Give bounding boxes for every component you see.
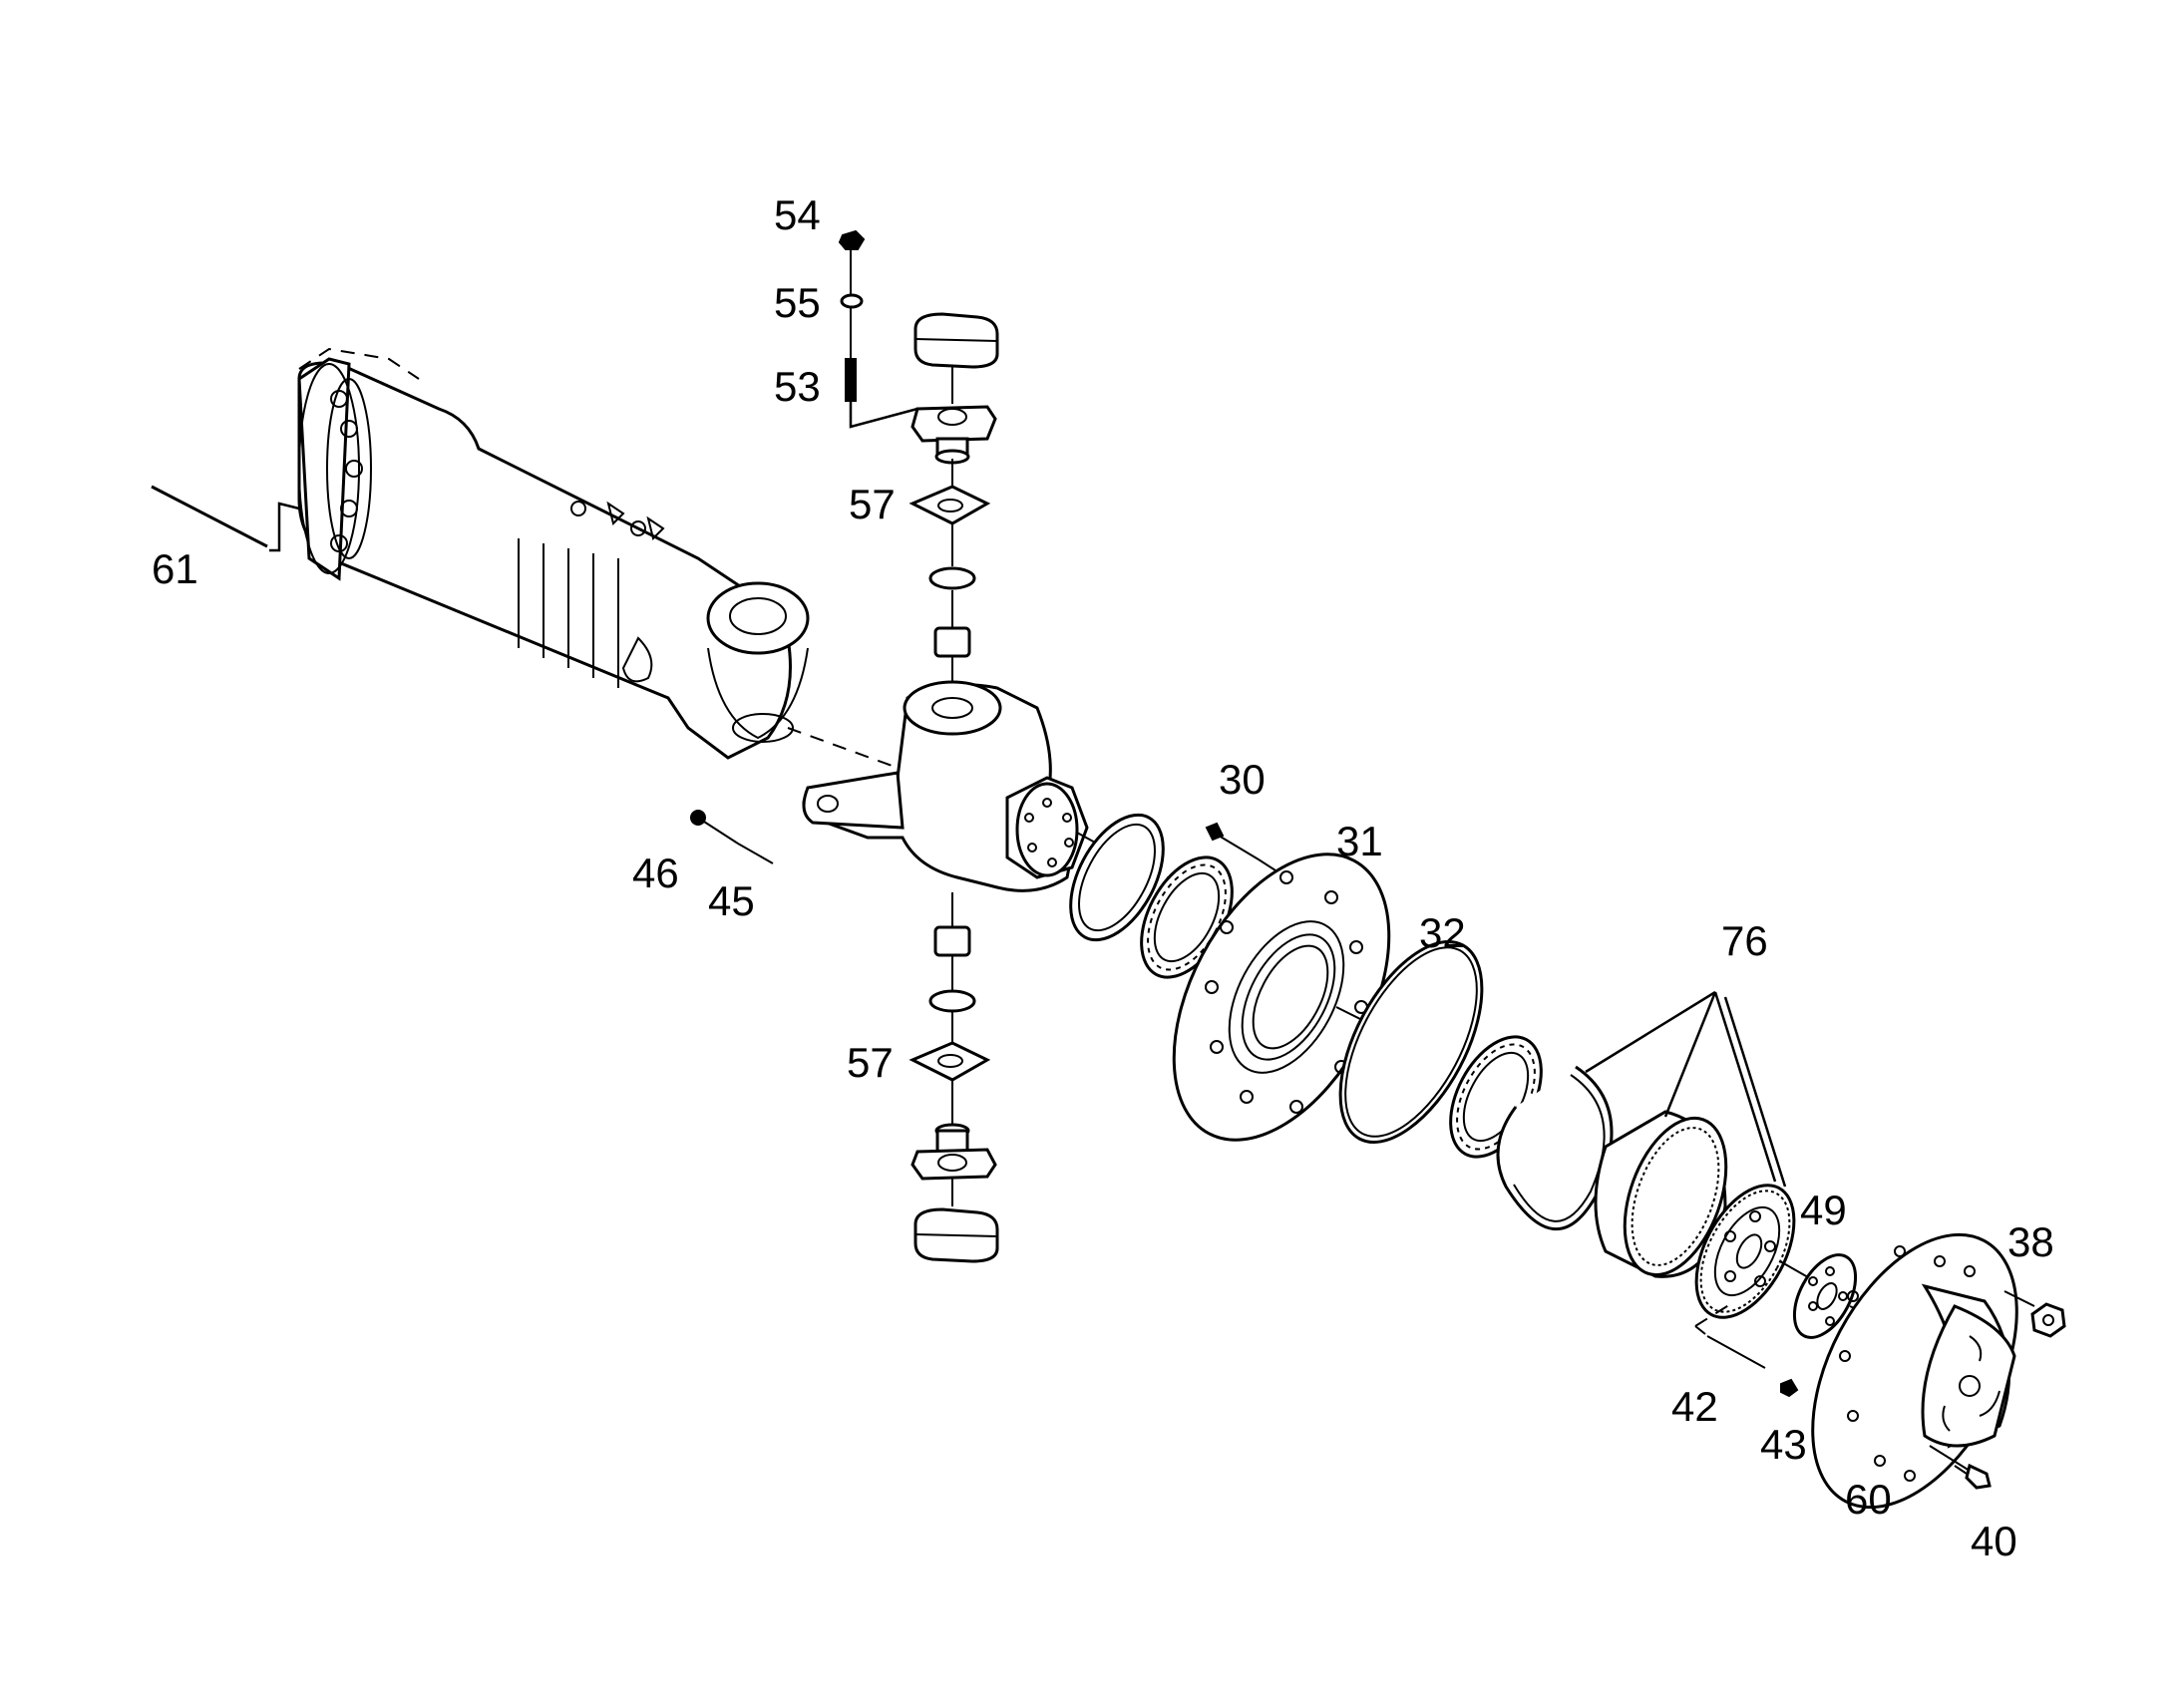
o-ring-32 [1338, 940, 1484, 1144]
callout-40: 40 [1971, 1518, 2017, 1564]
bolt-45-46 [690, 810, 774, 864]
steering-knuckle [787, 680, 1089, 892]
callout-54: 54 [774, 191, 821, 238]
callout-76: 76 [1721, 917, 1768, 964]
stud-61 [151, 485, 300, 552]
callout-45: 45 [708, 877, 755, 924]
callout-57-bottom: 57 [847, 1039, 894, 1086]
callout-42: 42 [1671, 1383, 1718, 1430]
callout-60: 60 [1845, 1476, 1892, 1523]
snap-ring [1496, 1065, 1614, 1231]
callout-49: 49 [1800, 1187, 1847, 1233]
stud-42-nut-43 [1694, 1300, 1799, 1398]
callout-30: 30 [1219, 756, 1266, 803]
seal-ring [1069, 813, 1165, 942]
callout-46: 46 [632, 850, 679, 896]
callout-61: 61 [152, 545, 198, 592]
planetary-housing [1811, 1232, 2018, 1510]
top-kingpin-stack [838, 229, 999, 693]
planet-carrier [1694, 1184, 1796, 1319]
axle-housing [297, 347, 810, 760]
nut-38 [2003, 1290, 2066, 1338]
wheel-hub [1172, 853, 1391, 1142]
callout-31: 31 [1336, 818, 1383, 864]
callout-53: 53 [774, 363, 821, 410]
callout-43: 43 [1760, 1421, 1807, 1468]
callout-55: 55 [774, 279, 821, 326]
callout-38: 38 [2007, 1218, 2054, 1265]
callout-57-top: 57 [849, 481, 896, 527]
screw-40 [1929, 1445, 1992, 1490]
ring-gear [1594, 1110, 1728, 1278]
bottom-kingpin-stack [908, 892, 999, 1263]
leader-76 [1585, 990, 1716, 1074]
callout-32: 32 [1419, 909, 1466, 956]
thrust-washer [1792, 1253, 1858, 1339]
